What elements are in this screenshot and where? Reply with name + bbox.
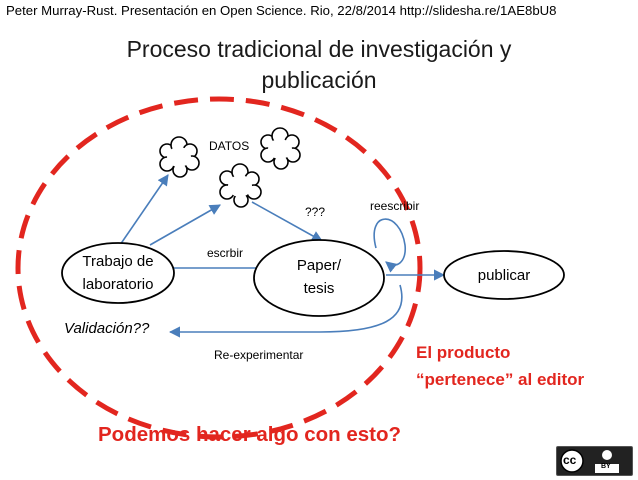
arrow-rewrite-loop <box>373 218 406 273</box>
question-callout: Podemos hacer algo con esto? <box>98 423 402 446</box>
cc-by-icon <box>560 449 619 473</box>
editor-callout-line-2: “pertenece” al editor <box>416 370 585 389</box>
editor-callout-line-1: El producto <box>416 343 511 362</box>
publish-node-label: publicar <box>477 267 531 284</box>
data-cloud-1 <box>159 136 200 178</box>
editor-ownership-callout: El producto “pertenece” al editor <box>416 339 584 393</box>
data-cloud-2 <box>219 163 262 208</box>
label-validation: Validación?? <box>64 320 150 337</box>
cc-mark: cc <box>563 453 577 467</box>
arrow-lab-to-cloud-2 <box>149 204 221 246</box>
boundary-dashed-ellipse <box>15 96 423 440</box>
lab-node-label: Trabajo de laboratorio <box>62 250 174 296</box>
label-write: escrbir <box>207 246 244 260</box>
slide-title: Proceso tradicional de investigación y p… <box>0 34 638 96</box>
arrow-lab-to-cloud-1 <box>119 174 169 246</box>
slide-title-line-2: publicación <box>261 67 377 93</box>
citation-header: Peter Murray-Rust. Presentación en Open … <box>6 3 557 18</box>
label-rewrite: reescribir <box>370 199 420 213</box>
lab-node <box>61 242 175 304</box>
arrow-reexperiment <box>168 284 403 338</box>
lab-node-line-2: laboratorio <box>82 276 154 293</box>
paper-node-line-2: tesis <box>303 280 335 297</box>
by-mark: BY <box>601 463 611 470</box>
label-unknown: ??? <box>305 205 326 219</box>
lab-node-line-1: Trabajo de <box>82 253 154 270</box>
paper-node-label: Paper/ tesis <box>264 254 374 300</box>
label-reexperiment: Re-experimentar <box>214 348 304 362</box>
cc-by-license-badge: cc BY <box>556 446 633 476</box>
label-datos: DATOS <box>209 139 250 153</box>
slide-title-line-1: Proceso tradicional de investigación y <box>126 36 512 62</box>
data-cloud-3 <box>260 127 301 170</box>
paper-node <box>253 239 385 317</box>
arrow-cloud-to-paper <box>251 201 323 242</box>
publish-node <box>443 250 565 300</box>
paper-node-line-1: Paper/ <box>296 257 342 274</box>
